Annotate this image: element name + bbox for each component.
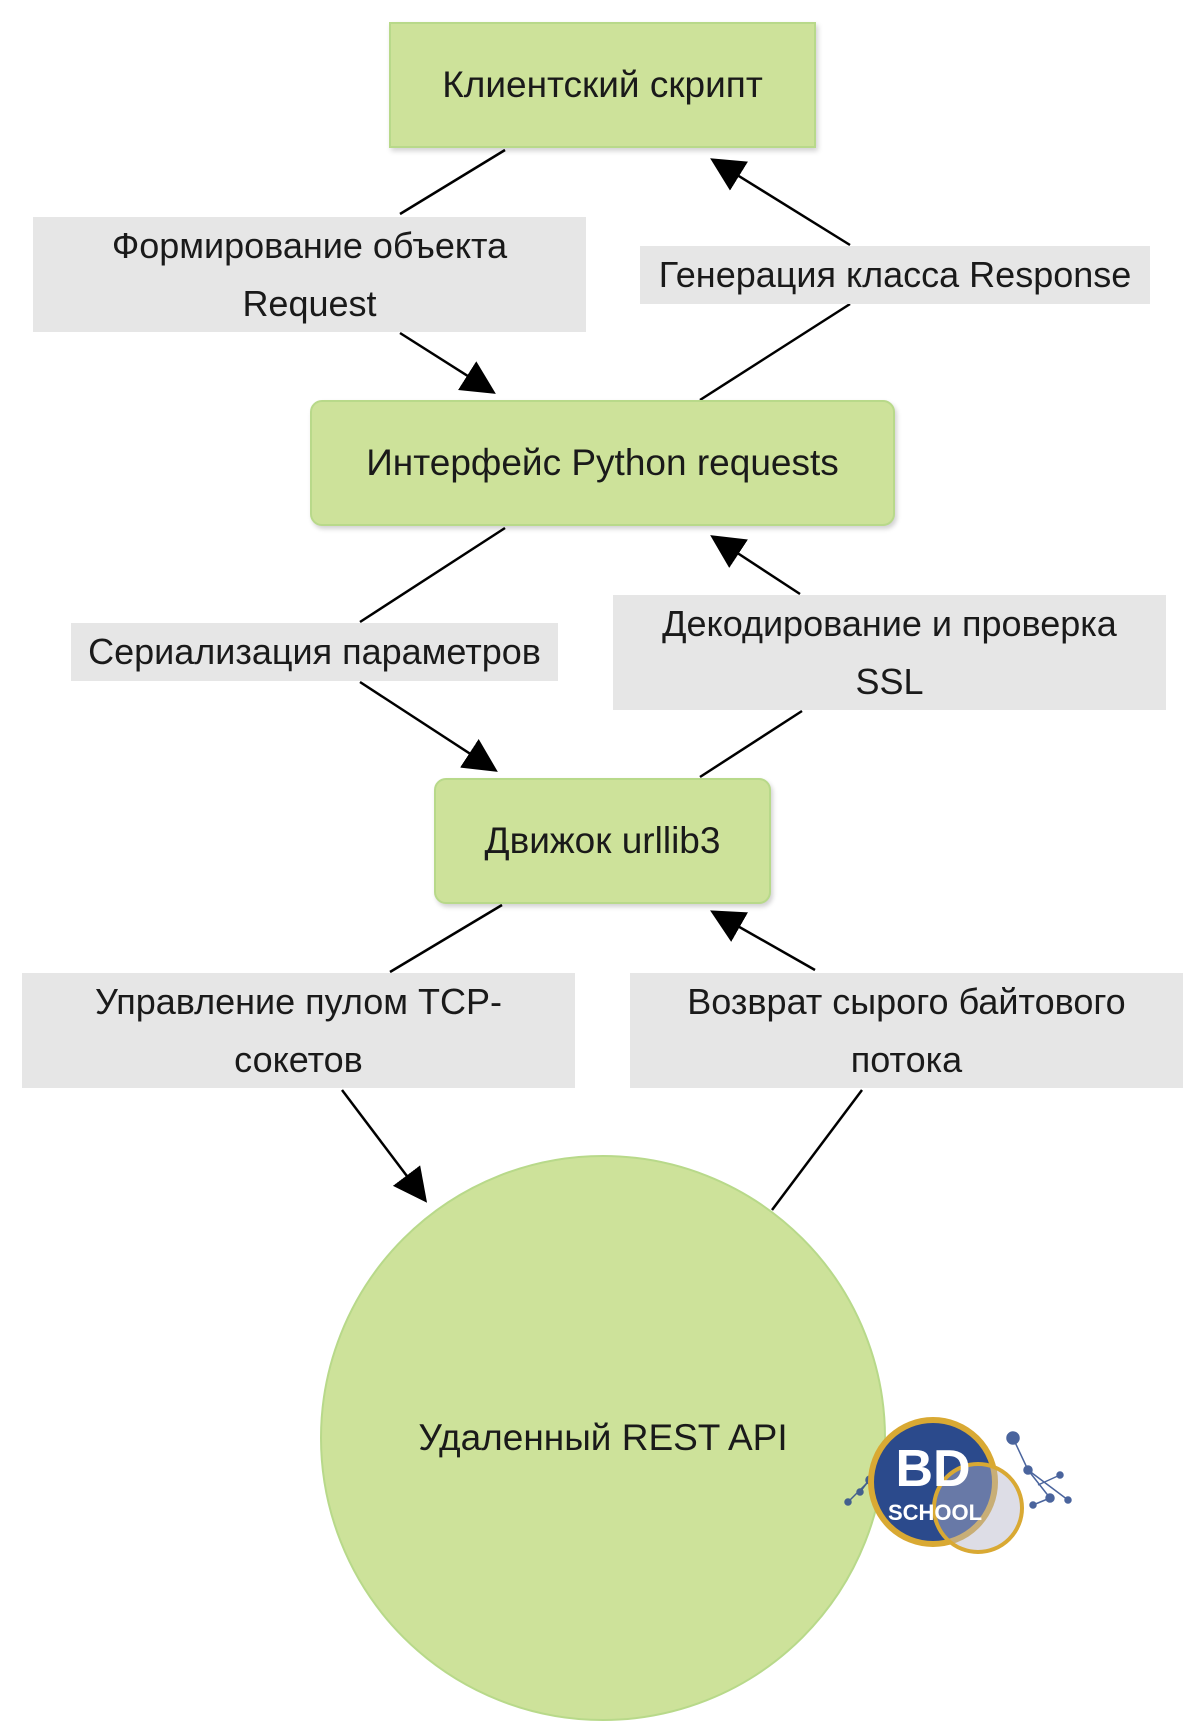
logo-text-school: SCHOOL [888, 1500, 982, 1525]
edge-label-raw-bytes: Возврат сырого байтового потока [630, 973, 1183, 1088]
logo-network-right [1006, 1431, 1072, 1509]
bd-school-logo: BD SCHOOL [844, 1417, 1072, 1554]
edge-serialize-params [359, 526, 506, 772]
edge-decode-ssl [699, 535, 803, 779]
node-requests-interface: Интерфейс Python requests [310, 400, 895, 526]
node-client-script-label: Клиентский скрипт [442, 64, 763, 105]
node-remote-api-label: Удаленный REST API [418, 1417, 788, 1458]
logo-badge [868, 1417, 998, 1547]
edge-label-decode-ssl: Декодирование и проверка SSL [613, 595, 1166, 710]
logo-text-bd: BD [895, 1440, 970, 1498]
node-urllib3-engine: Движок urllib3 [434, 778, 771, 904]
edge-label-serialize-params: Сериализация параметров [71, 623, 558, 681]
edge-label-tcp-pool: Управление пулом TCP- сокетов [22, 973, 575, 1088]
node-urllib3-engine-label: Движок urllib3 [484, 820, 721, 861]
logo-overlay-ring [932, 1462, 1024, 1554]
node-client-script: Клиентский скрипт [389, 22, 816, 148]
edge-label-build-request: Формирование объекта Request [33, 217, 586, 332]
edge-build-request [399, 148, 506, 394]
node-remote-api: Удаленный REST API [320, 1155, 886, 1721]
edge-tcp-pool [341, 903, 503, 1203]
edge-raw-bytes [710, 910, 863, 1211]
edge-label-generate-response: Генерация класса Response [640, 246, 1150, 304]
edge-generate-response [699, 158, 851, 402]
node-requests-interface-label: Интерфейс Python requests [366, 442, 839, 483]
